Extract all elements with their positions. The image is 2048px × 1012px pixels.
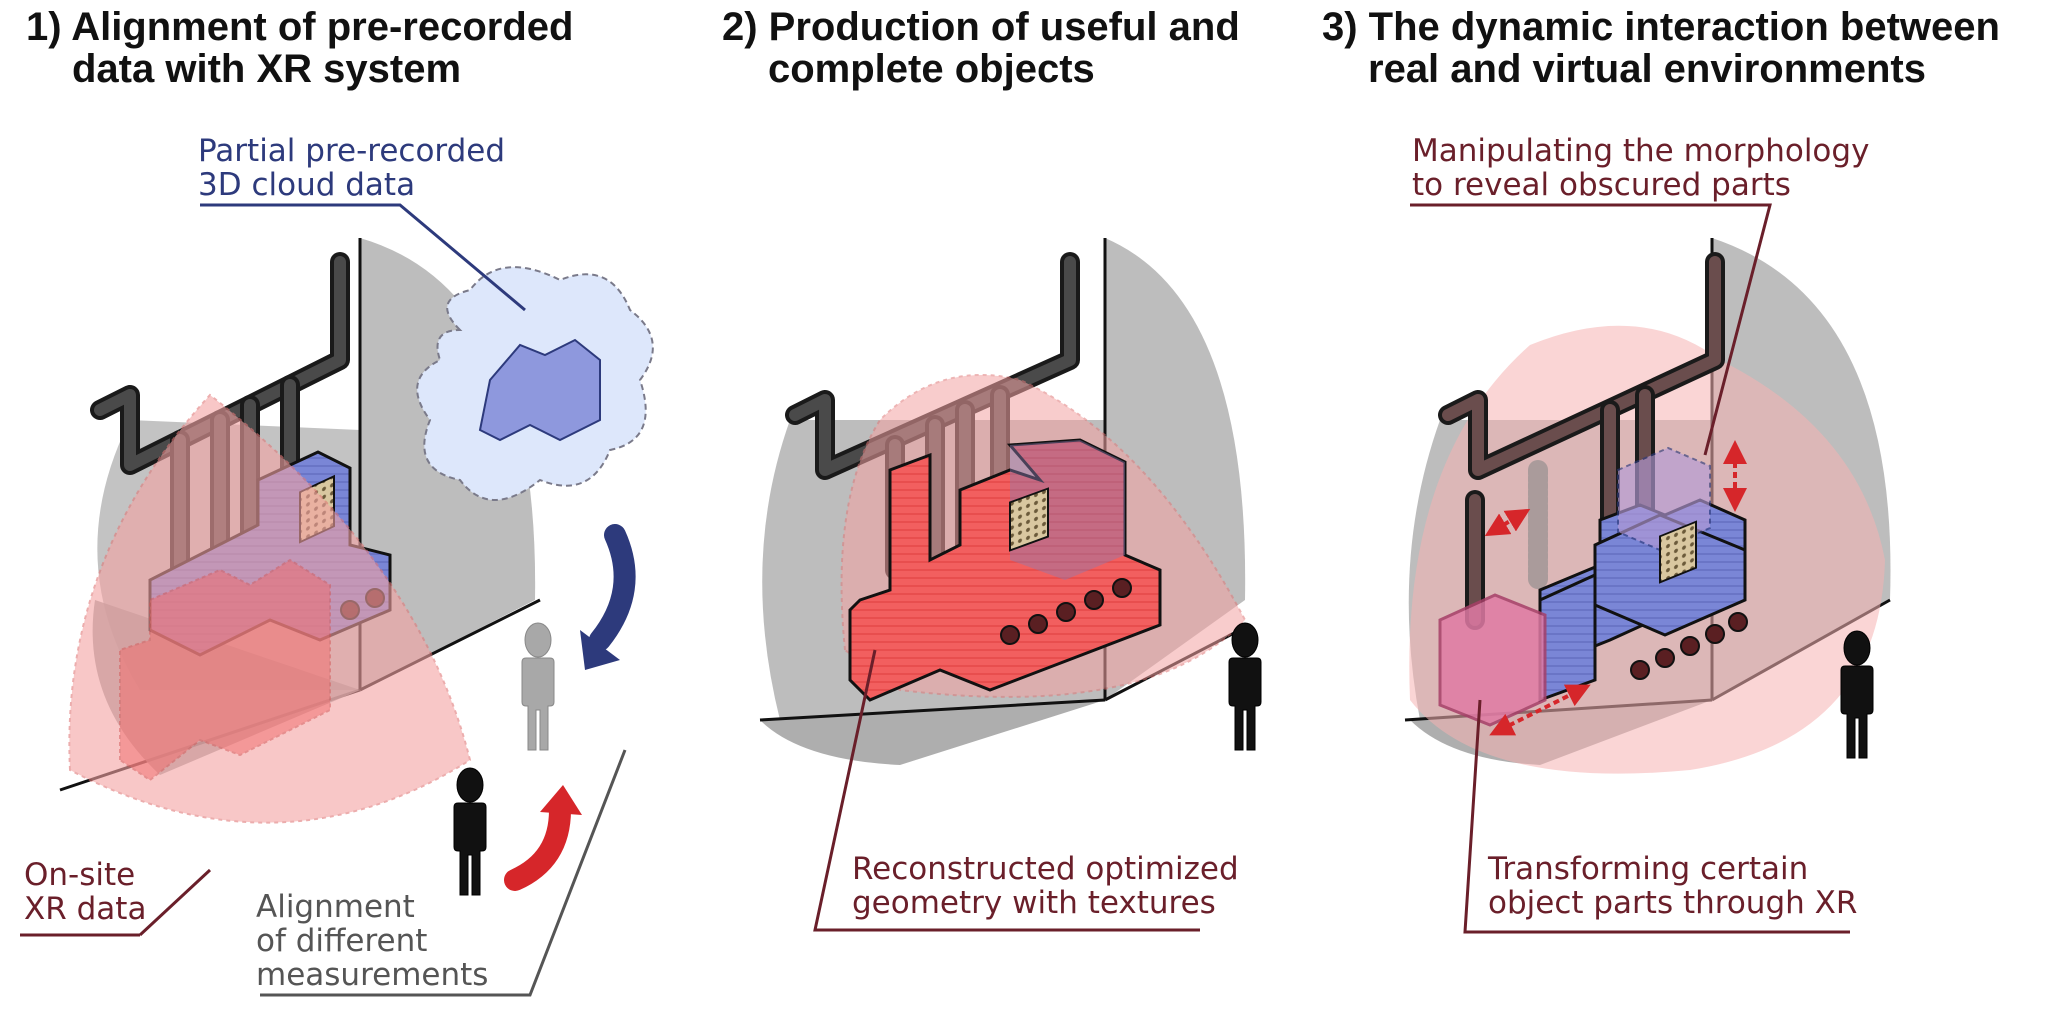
label-manipulating-morphology: Manipulating the morphology to reveal ob… <box>1412 134 1869 202</box>
xr-scan-field-icon <box>68 393 472 824</box>
panel-3-title: 3) The dynamic interaction between real … <box>1322 6 2000 90</box>
panel-2-scene <box>759 238 1262 932</box>
panel-2-title: 2) Production of useful and complete obj… <box>722 6 1240 90</box>
label-transforming-parts-line-2: object parts through XR <box>1488 885 1858 921</box>
panel-1-scene <box>20 203 654 997</box>
panel-3-title-line-2: real and virtual environments <box>1368 47 1926 91</box>
panel-1-title: 1) Alignment of pre-recorded data with X… <box>26 6 573 90</box>
label-manipulating-morphology-line-1: Manipulating the morphology <box>1412 133 1870 169</box>
label-transforming-parts: Transforming certain object parts throug… <box>1488 852 1857 920</box>
label-alignment-line-3: measurements <box>256 957 489 993</box>
leader-lines <box>813 649 1200 932</box>
panel-3-title-line-1: 3) The dynamic interaction between <box>1322 5 2000 49</box>
label-alignment-line-2: of different <box>256 923 428 959</box>
leader-lines <box>1410 203 1850 934</box>
person-icon <box>1840 630 1874 759</box>
double-arrow-icon <box>1484 440 1747 736</box>
leader-lines <box>20 203 627 997</box>
label-reconstructed-geometry-line-2: geometry with textures <box>852 885 1216 921</box>
label-transforming-parts-line-1: Transforming certain <box>1488 851 1809 887</box>
panel-1-title-line-2: data with XR system <box>72 47 462 91</box>
label-onsite-xr-line-1: On-site <box>24 857 136 893</box>
panel-2-title-line-1: 2) Production of useful and <box>722 5 1240 49</box>
panel-3-scene <box>1404 203 1891 934</box>
label-alignment: Alignment of different measurements <box>256 890 488 992</box>
label-onsite-xr: On-site XR data <box>24 858 146 926</box>
curved-arrow-down-icon <box>589 524 636 651</box>
curved-arrow-down-icon <box>580 630 620 670</box>
industrial-machine-icon <box>848 438 1162 702</box>
label-onsite-xr-line-2: XR data <box>24 891 147 927</box>
curved-arrow-up-icon <box>540 785 582 815</box>
label-prerecorded-cloud-line-1: Partial pre-recorded <box>198 133 506 169</box>
curved-arrow-up-icon <box>504 799 571 891</box>
label-alignment-line-1: Alignment <box>256 889 415 925</box>
label-manipulating-morphology-line-2: to reveal obscured parts <box>1412 167 1791 203</box>
panel-1-title-line-1: 1) Alignment of pre-recorded <box>26 5 574 49</box>
label-reconstructed-geometry-line-1: Reconstructed optimized <box>852 851 1239 887</box>
person-icon <box>521 622 555 751</box>
label-prerecorded-cloud: Partial pre-recorded 3D cloud data <box>198 134 505 202</box>
person-icon <box>453 767 487 896</box>
person-icon <box>1228 622 1262 751</box>
label-reconstructed-geometry: Reconstructed optimized geometry with te… <box>852 852 1239 920</box>
panel-2-title-line-2: complete objects <box>768 47 1095 91</box>
label-prerecorded-cloud-line-2: 3D cloud data <box>198 167 416 203</box>
point-cloud-icon <box>416 266 654 501</box>
